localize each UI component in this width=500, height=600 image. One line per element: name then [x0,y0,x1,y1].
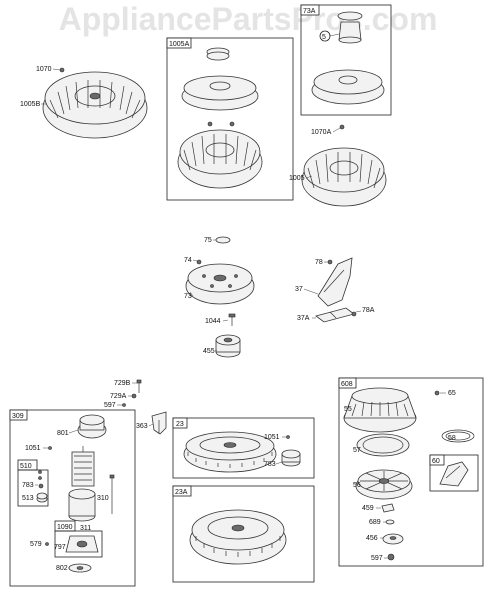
retainer-456-drawing[interactable] [382,533,404,545]
bolt-729b-drawing[interactable] [136,379,142,393]
callout-1005a: 1005A [169,41,190,48]
callout-729a: 729A [110,393,127,400]
callout-729b: 729B [114,380,131,387]
bracket-363-drawing[interactable] [151,411,167,435]
box-1005a [166,37,294,201]
callout-1051-starter: 1051 [25,445,41,452]
callout-1005b: 1005B [20,101,41,108]
screen-73a-drawing[interactable] [311,69,385,105]
spring-689-drawing[interactable] [385,519,395,525]
flywheel-23-drawing[interactable] [183,431,277,473]
callout-783-gear: 783 [264,461,276,468]
callout-689: 689 [369,519,381,526]
callout-55: 55 [344,406,352,413]
housing-310-drawing[interactable] [68,488,96,522]
cup-1005a-drawing[interactable] [206,47,230,61]
callout-579: 579 [30,541,42,548]
box-23 [172,417,315,479]
end-cap-801-drawing[interactable] [77,414,107,439]
callout-597-top: 597 [104,402,116,409]
callout-1051-gear: 1051 [264,434,280,441]
callout-802: 802 [56,565,68,572]
callout-5: 5 [322,34,326,41]
callout-783-starter: 783 [22,482,34,489]
callout-75: 75 [204,237,212,244]
through-bolt-drawing[interactable] [109,474,115,514]
box-73a [300,4,392,116]
screw-1044-drawing[interactable] [228,313,236,326]
callout-58: 58 [448,435,456,442]
callout-608: 608 [341,381,353,388]
spring-57-drawing[interactable] [356,433,410,457]
washer-75-drawing[interactable] [215,236,231,244]
callout-57: 57 [353,447,361,454]
rope-58-drawing[interactable] [441,429,475,443]
callout-1070: 1070 [36,66,52,73]
box-608 [338,377,484,567]
pulley-56-drawing[interactable] [355,469,413,500]
callout-513: 513 [22,495,34,502]
gear-513-drawing[interactable] [36,492,48,503]
callout-310: 310 [97,495,109,502]
callout-1044: 1044 [205,318,221,325]
end-cap-797-drawing[interactable] [65,535,99,553]
callout-78: 78 [315,259,323,266]
flywheel-1005a-drawing[interactable] [177,129,263,189]
callout-78a: 78A [362,307,375,314]
guard-37-drawing[interactable] [317,257,353,307]
callout-363: 363 [136,423,148,430]
callout-23a: 23A [175,489,188,496]
callout-311: 311 [80,525,91,532]
callout-309: 309 [12,413,24,420]
callout-1005: 1005 [289,175,305,182]
callout-37: 37 [295,286,303,293]
bracket-37a-drawing[interactable] [315,307,355,323]
callout-597-bottom: 597 [371,555,383,562]
nut-455-drawing[interactable] [215,334,241,358]
callout-74: 74 [184,257,192,264]
callout-1070a: 1070A [311,129,332,136]
fan-73-drawing[interactable] [185,263,255,305]
handle-60-drawing[interactable] [439,461,469,487]
plate-802-drawing[interactable] [68,563,92,573]
screw-597-drawing[interactable] [387,553,395,561]
callout-455: 455 [203,348,215,355]
callout-510: 510 [20,463,32,470]
callout-23: 23 [176,421,184,428]
screen-1005a-drawing[interactable] [181,75,259,111]
gear-783-drawing[interactable] [281,449,301,467]
callout-56: 56 [353,482,361,489]
callout-456: 456 [366,535,378,542]
callout-801: 801 [57,430,69,437]
box-309 [9,409,136,587]
armature-drawing[interactable] [71,446,95,487]
callout-37a: 37A [297,315,310,322]
callout-73: 73 [184,293,192,300]
callout-797: 797 [54,544,66,551]
flywheel-23a-drawing[interactable] [189,509,287,565]
callout-65: 65 [448,390,456,397]
callout-60: 60 [432,458,440,465]
cup-73a-drawing[interactable] [337,11,363,44]
housing-55-drawing[interactable] [343,387,417,433]
pawl-459-drawing[interactable] [381,503,395,513]
callout-73a: 73A [303,8,316,15]
callout-1090: 1090 [57,524,73,531]
watermark-text: AppliancePartsPros.com [59,1,438,37]
flywheel-1005-drawing[interactable] [301,147,387,207]
flywheel-1005b-drawing[interactable] [42,71,148,139]
callout-459: 459 [362,505,374,512]
box-23a [172,485,315,583]
